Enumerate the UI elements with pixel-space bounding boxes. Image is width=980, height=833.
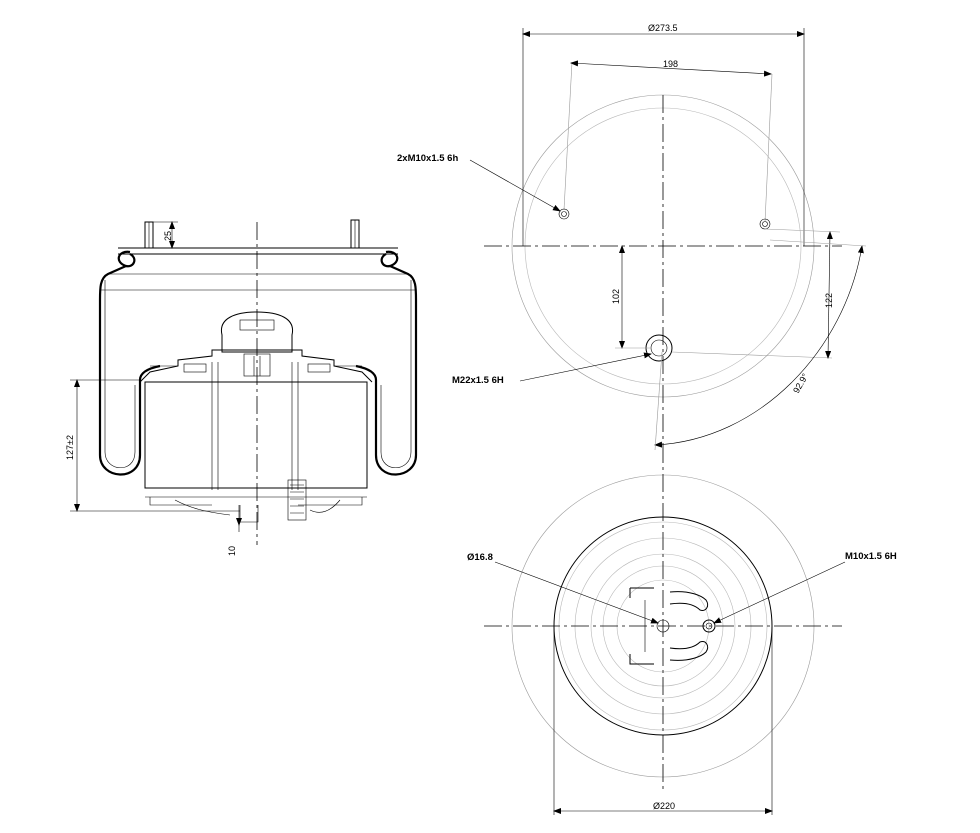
offset-label: 10 <box>227 546 237 556</box>
thread-hole: M10x1.5 6H <box>702 551 897 633</box>
mounting-stud-right <box>350 219 360 249</box>
offset-dimension: 10 <box>227 505 242 556</box>
bottom-view: Ø16.8 M10x1.5 6H Ø220 <box>467 445 897 815</box>
side-view: 25 <box>65 219 418 556</box>
bolt-hole-left <box>558 208 570 220</box>
piston <box>139 349 373 506</box>
stud-height-label: 25 <box>163 231 173 241</box>
center-offset-right-label: 122 <box>824 293 834 308</box>
center-hole: Ø16.8 <box>467 552 670 633</box>
mounting-slot <box>629 587 709 665</box>
air-bellows <box>98 264 418 476</box>
bolt-spacing-label: 198 <box>663 59 678 69</box>
bump-stop <box>220 311 294 377</box>
height-dimension: 127±2 <box>65 379 240 512</box>
mounting-stud-left <box>144 221 154 249</box>
angle-dimension: 92.9° <box>654 239 867 451</box>
bolt-thread-label: 2xM10x1.5 6h <box>397 153 458 164</box>
bolt-thread-callout: 2xM10x1.5 6h <box>397 153 561 212</box>
center-thread-label: M22x1.5 6H <box>452 375 504 386</box>
outer-diameter-label: Ø273.5 <box>648 23 678 33</box>
top-view: Ø273.5 198 2xM10x1.5 6h M22x1.5 <box>397 23 867 451</box>
height-label: 127±2 <box>65 435 75 460</box>
thread-label: M10x1.5 6H <box>845 551 897 562</box>
center-offset-left-label: 102 <box>611 289 621 304</box>
lower-fitting <box>174 479 341 523</box>
base-diameter-dimension: Ø220 <box>553 626 773 815</box>
base-diameter-label: Ø220 <box>653 801 675 811</box>
angle-label: 92.9° <box>791 371 810 395</box>
center-offset-right-dimension: 122 <box>671 228 841 359</box>
top-plate <box>117 247 399 268</box>
bolt-spacing-dimension: 198 <box>563 59 773 223</box>
stud-height-dimension: 25 <box>153 221 178 249</box>
hole-diameter-label: Ø16.8 <box>467 552 493 563</box>
outer-diameter-dimension: Ø273.5 <box>522 23 805 246</box>
center-thread: M22x1.5 6H <box>452 334 673 386</box>
center-offset-left-dimension: 102 <box>611 245 650 349</box>
